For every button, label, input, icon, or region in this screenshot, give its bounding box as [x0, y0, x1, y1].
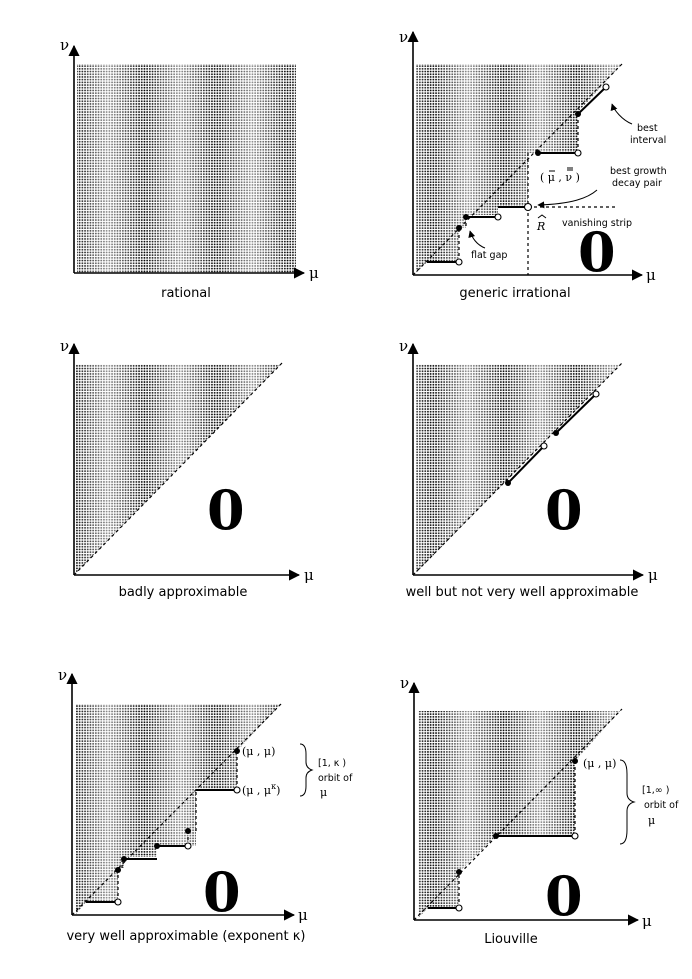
- zero-region-label: 0: [545, 864, 583, 928]
- open-point: [494, 213, 502, 221]
- panel-caption: well but not very well approximable: [406, 585, 639, 600]
- filled-point: [234, 748, 240, 754]
- filled-point: [553, 430, 559, 436]
- filled-point: [535, 150, 541, 156]
- filled-point: [456, 225, 462, 231]
- orbit-mu-label: μ: [320, 786, 327, 799]
- open-point: [592, 390, 600, 398]
- pair-arrow: [537, 189, 598, 209]
- open-point: [455, 258, 463, 266]
- zero-region-label: 0: [578, 220, 616, 284]
- dotted-region-banding: [418, 711, 620, 918]
- open-point: [571, 832, 579, 840]
- diagonal-segment: [555, 393, 597, 434]
- filled-point: [121, 856, 127, 862]
- open-point: [233, 786, 241, 794]
- x-axis-label: μ: [648, 566, 658, 584]
- filled-point: [575, 111, 581, 117]
- diagonal: [412, 361, 624, 576]
- best-interval-segment: [577, 86, 607, 115]
- y-axis-label: ν: [60, 36, 69, 54]
- filled-point: [185, 828, 191, 834]
- diagonal: [412, 63, 623, 276]
- best-interval-arrow: [610, 103, 633, 125]
- x-axis-label: μ: [309, 264, 319, 282]
- flat-gap-arrow: [468, 230, 486, 249]
- open-point: [574, 149, 582, 157]
- orbit-label: orbit of: [644, 800, 679, 811]
- panel-rational: ν μ rational: [60, 36, 319, 301]
- y-axis-label: ν: [400, 674, 409, 692]
- y-axis-label: ν: [399, 28, 408, 46]
- x-axis-label: μ: [646, 266, 656, 284]
- vanishing-strip-label: vanishing strip: [562, 218, 632, 229]
- point-label-lower: (μ , μκ): [242, 782, 280, 797]
- panel-caption: rational: [161, 286, 211, 301]
- orbit-label: orbit of: [318, 773, 353, 784]
- panel-caption: badly approximable: [119, 585, 248, 600]
- panel-caption: very well approximable (exponent κ): [66, 929, 305, 944]
- open-point: [602, 83, 610, 91]
- x-axis-label: μ: [642, 912, 652, 930]
- dotted-region-banding: [76, 364, 281, 573]
- panel-badly-approximable: ν μ 0 badly approximable: [60, 337, 314, 600]
- dotted-region-banding: [77, 64, 296, 273]
- pair-label: ( μ , ν ): [540, 171, 580, 184]
- open-point: [540, 442, 548, 450]
- filled-point: [154, 843, 160, 849]
- orbit-brace: [619, 759, 636, 845]
- panel-caption: generic irrational: [459, 286, 570, 301]
- filled-point: [572, 758, 578, 764]
- point-label-upper: (μ , μ): [583, 757, 616, 770]
- x-axis-label: μ: [298, 906, 308, 924]
- orbit-mu-label: μ: [648, 814, 655, 827]
- r-label: R: [536, 220, 545, 233]
- y-axis-label: ν: [399, 337, 408, 355]
- diagonal-segment: [507, 445, 545, 484]
- filled-point: [456, 869, 462, 875]
- diagonal: [413, 708, 623, 921]
- flat-gap-label: flat gap: [471, 250, 507, 261]
- zero-region-label: 0: [545, 478, 583, 542]
- x-axis-label: μ: [304, 566, 314, 584]
- orbit-brace: [299, 743, 314, 797]
- zero-region-label: 0: [207, 478, 245, 542]
- r-hat: [537, 214, 547, 219]
- open-point: [114, 898, 122, 906]
- filled-point: [505, 480, 511, 486]
- orbit-interval-label: [1,∞ ): [642, 785, 669, 796]
- panel-very-well-approximable: ν μ (μ , μ) (μ , μκ) [1, κ ) orbit of μ …: [58, 666, 353, 944]
- filled-point: [493, 833, 499, 839]
- best-interval-label: best: [637, 123, 658, 134]
- zero-region-label: 0: [203, 860, 241, 924]
- panel-generic-irrational: ν μ best interval ( μ , ν ) best growth …: [399, 28, 667, 301]
- orbit-interval-label: [1, κ ): [318, 758, 346, 769]
- diagonal: [73, 361, 284, 576]
- open-point: [523, 202, 533, 212]
- panel-caption: Liouville: [484, 932, 538, 947]
- diagonal: [71, 701, 284, 916]
- filled-point: [463, 214, 469, 220]
- open-point: [184, 842, 192, 850]
- point-label-upper: (μ , μ): [242, 745, 275, 758]
- panel-liouville: ν μ (μ , μ) [1,∞ ) orbit of μ 0 Liouvill…: [400, 674, 679, 947]
- y-axis-label: ν: [60, 337, 69, 355]
- open-point: [455, 904, 463, 912]
- pair-description: decay pair: [612, 178, 662, 189]
- pair-description: best growth: [610, 166, 667, 177]
- best-interval-label: interval: [630, 135, 666, 146]
- panel-well-approximable: ν μ 0 well but not very well approximabl…: [399, 337, 658, 600]
- filled-point: [115, 867, 121, 873]
- y-axis-label: ν: [58, 666, 67, 684]
